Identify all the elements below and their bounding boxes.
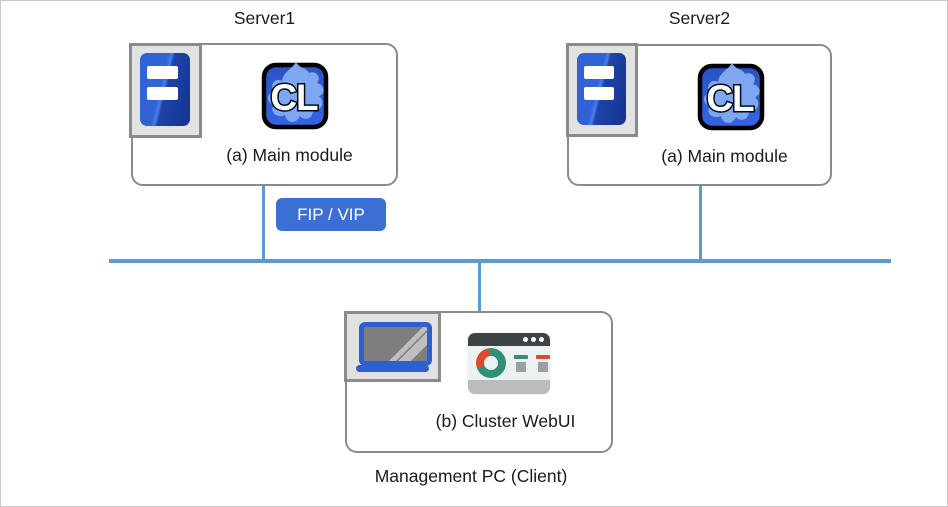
server2-caption: (a) Main module — [661, 146, 788, 166]
server-tower-shape — [140, 53, 190, 126]
splash-blob-shape — [268, 62, 324, 122]
server-slot — [583, 66, 615, 79]
management-pc-caption: (b) Cluster WebUI — [435, 411, 576, 431]
server1-connector-line — [262, 186, 265, 262]
widget-bar — [536, 354, 550, 359]
clusterpro-cl-icon: CL — [261, 62, 329, 130]
fip-vip-badge: FIP / VIP — [276, 198, 386, 231]
window-dot-icon — [523, 337, 528, 342]
server-icon — [129, 43, 202, 138]
management-pc-label: Management PC (Client) — [374, 466, 568, 486]
browser-content — [468, 346, 550, 380]
server2-title: Server2 — [668, 8, 731, 28]
webui-browser-icon — [468, 333, 550, 394]
browser-footer — [468, 380, 550, 394]
server-slot — [147, 66, 178, 79]
server-slot — [147, 87, 178, 100]
window-dot-icon — [531, 337, 536, 342]
management-pc-connector-line — [478, 263, 481, 312]
server-icon — [566, 43, 638, 137]
server2-connector-line — [699, 185, 702, 262]
server1-title: Server1 — [233, 8, 296, 28]
browser-titlebar — [468, 333, 550, 346]
widget-square — [538, 361, 548, 372]
laptop-icon — [344, 311, 441, 382]
stat-widget — [536, 354, 550, 372]
splash-blob-shape — [704, 63, 760, 123]
widget-square — [516, 361, 526, 372]
window-dot-icon — [539, 337, 544, 342]
server-slot — [583, 87, 615, 100]
laptop-screen — [359, 322, 432, 366]
network-bus-line — [109, 259, 891, 263]
cl-monogram-text: CL — [270, 77, 318, 118]
server-tower-shape — [577, 53, 626, 125]
laptop-base — [356, 365, 429, 372]
cl-monogram-text: CL — [706, 78, 754, 119]
server1-caption: (a) Main module — [226, 145, 353, 165]
clusterpro-cl-icon: CL — [697, 63, 765, 131]
stat-widget — [514, 354, 528, 372]
donut-chart-icon — [476, 348, 506, 378]
widget-bar — [514, 354, 528, 359]
